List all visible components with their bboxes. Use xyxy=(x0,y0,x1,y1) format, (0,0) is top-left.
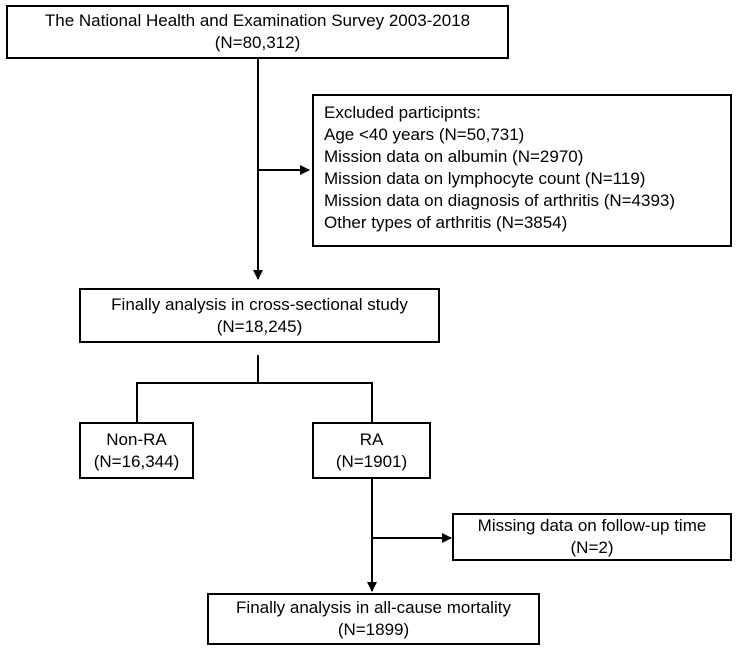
excluded-item: Mission data on albumin (N=2970) xyxy=(324,147,584,166)
cross-sectional-title: Finally analysis in cross-sectional stud… xyxy=(111,294,408,314)
excluded-item: Mission data on lymphocyte count (N=119) xyxy=(324,169,646,188)
box-cross-sectional: Finally analysis in cross-sectional stud… xyxy=(79,288,440,343)
survey-count: (N=80,312) xyxy=(214,33,301,52)
mortality-title: Finally analysis in all-cause mortality xyxy=(236,598,511,617)
ra-count: (N=1901) xyxy=(335,451,408,471)
box-non-ra: Non-RA (N=16,344) xyxy=(79,422,194,479)
box-missing-followup: Missing data on follow-up time (N=2) xyxy=(452,513,732,561)
mortality-count: (N=1899) xyxy=(337,620,410,639)
box-survey: The National Health and Examination Surv… xyxy=(6,5,509,59)
excluded-item: Age <40 years (N=50,731) xyxy=(324,125,525,144)
non-ra-count: (N=16,344) xyxy=(93,451,180,471)
box-mortality: Finally analysis in all-cause mortality … xyxy=(207,593,540,645)
excluded-item: Mission data on diagnosis of arthritis (… xyxy=(324,191,676,210)
survey-title: The National Health and Examination Surv… xyxy=(44,11,471,30)
missing-followup-count: (N=2) xyxy=(570,538,614,557)
missing-followup-title: Missing data on follow-up time xyxy=(477,516,707,535)
ra-title: RA xyxy=(359,429,384,449)
excluded-title: Excluded participnts: xyxy=(324,103,481,122)
non-ra-title: Non-RA xyxy=(106,429,167,449)
cross-sectional-count: (N=18,245) xyxy=(216,316,303,336)
excluded-item: Other types of arthritis (N=3854) xyxy=(324,213,568,232)
box-ra: RA (N=1901) xyxy=(312,422,431,479)
box-excluded: Excluded participnts: Age <40 years (N=5… xyxy=(312,94,732,247)
